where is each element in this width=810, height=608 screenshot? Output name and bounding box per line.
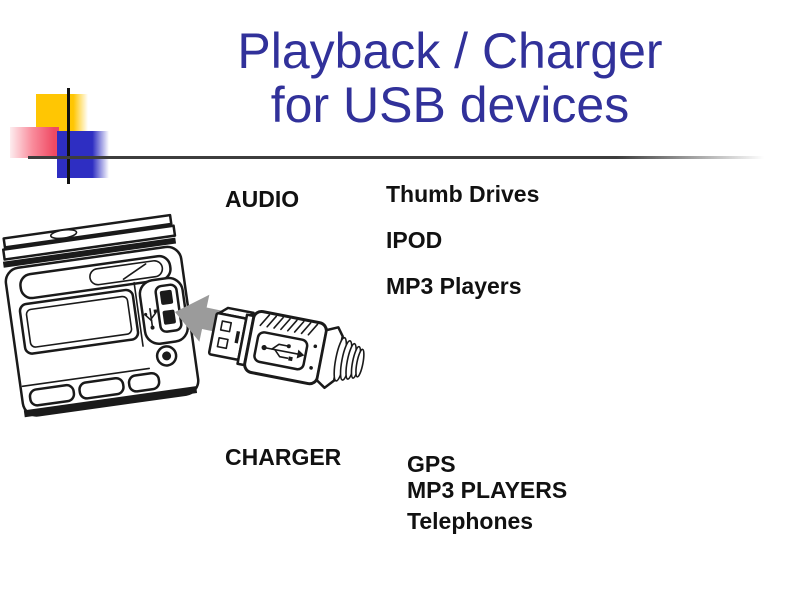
title-divider-rule (28, 156, 764, 159)
usb-symbol-small-icon (144, 307, 158, 330)
decoration-pink-square (10, 127, 59, 158)
audio-heading: AUDIO (225, 186, 300, 212)
slide-title-line2: for USB devices (270, 77, 630, 133)
decoration-blue-square (57, 131, 109, 178)
charger-heading: CHARGER (225, 444, 342, 470)
slide-title: Playback / Charger for USB devices (150, 24, 750, 132)
usb-trident-icon (261, 343, 305, 362)
charger-item-gps: GPS (407, 451, 456, 477)
charger-item-mp3-players: MP3 PLAYERS (407, 477, 568, 503)
car-stereo-icon (1, 213, 200, 418)
charger-item-telephones: Telephones (407, 508, 534, 534)
audio-item-ipod: IPOD (386, 227, 443, 253)
usb-plug-icon (207, 306, 365, 390)
audio-item-thumb-drives: Thumb Drives (386, 181, 540, 207)
usb-connection-illustration (1, 213, 365, 418)
slide-title-line1: Playback / Charger (237, 23, 663, 79)
audio-item-mp3-players: MP3 Players (386, 273, 522, 299)
decoration-vertical-line (67, 88, 70, 184)
